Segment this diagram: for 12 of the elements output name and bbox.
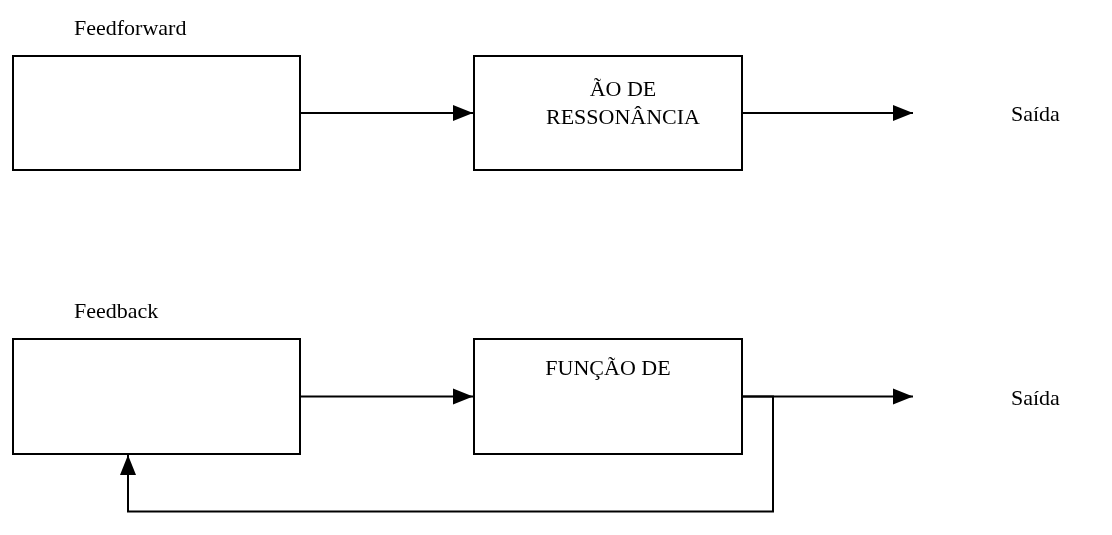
box-label: ÃO DE RESSONÂNCIA <box>545 75 701 130</box>
process-box <box>473 55 743 171</box>
box-heading: Feedforward <box>74 15 187 41</box>
arrow <box>742 105 914 121</box>
arrow <box>300 105 474 121</box>
arrow <box>120 395 774 513</box>
box-label: FUNÇÃO DE <box>544 354 672 382</box>
box-heading: Feedback <box>74 298 159 324</box>
arrow <box>300 388 474 405</box>
process-box <box>473 338 743 455</box>
output-label: Saída <box>1011 101 1060 127</box>
output-label: Saída <box>1011 384 1060 411</box>
